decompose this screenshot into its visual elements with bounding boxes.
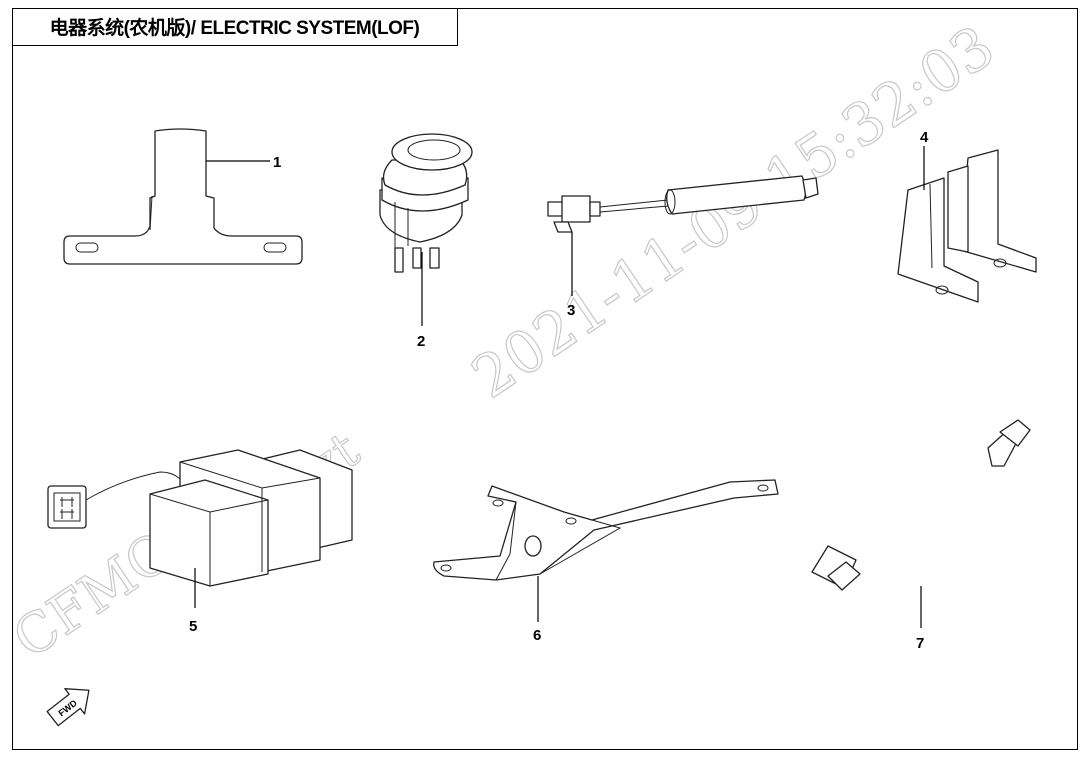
callout-5: 5 <box>189 618 197 635</box>
drawing-frame <box>12 8 1078 750</box>
part-7-harness: 7 <box>811 419 1031 652</box>
part-6-plate: 6 <box>433 479 779 644</box>
fwd-indicator: FWD <box>46 688 90 727</box>
title-box: 电器系统(农机版)/ ELECTRIC SYSTEM(LOF) <box>12 8 458 46</box>
part-5-relay: 5 <box>47 449 353 635</box>
part-2-switch: 2 <box>379 133 473 350</box>
callout-2: 2 <box>417 333 425 350</box>
callout-4: 4 <box>920 129 929 146</box>
part-1-bracket: 1 <box>63 128 303 265</box>
callout-7: 7 <box>916 635 924 652</box>
part-3-fuse: 3 <box>547 175 819 319</box>
part-4-bracket: 4 <box>897 129 1037 303</box>
callout-6: 6 <box>533 627 541 644</box>
page-title: 电器系统(农机版)/ ELECTRIC SYSTEM(LOF) <box>49 18 420 39</box>
callout-3: 3 <box>567 302 575 319</box>
callout-1: 1 <box>273 154 281 171</box>
